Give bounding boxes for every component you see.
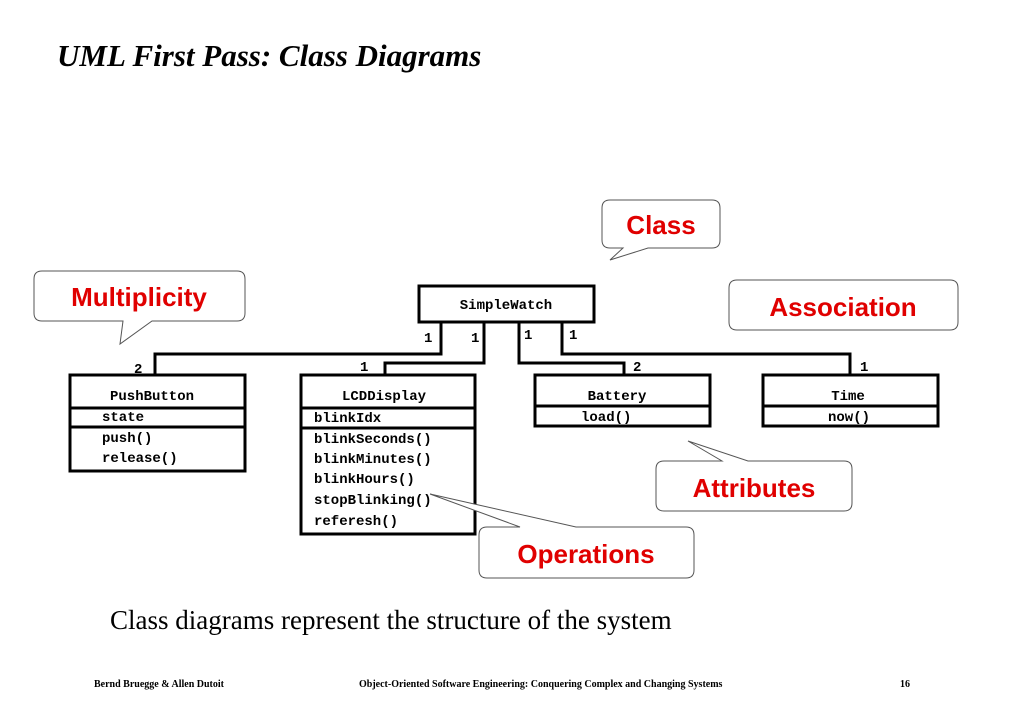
callout-class: Class bbox=[601, 199, 721, 261]
slide-title: UML First Pass: Class Diagrams bbox=[57, 38, 482, 73]
callout-attributes: Attributes bbox=[655, 440, 853, 512]
class-battery: Battery load() bbox=[533, 373, 712, 428]
slide-caption: Class diagrams represent the structure o… bbox=[110, 605, 672, 635]
class-name: Time bbox=[831, 389, 865, 405]
multiplicity-lcddisplay-watch: 1 bbox=[471, 331, 479, 347]
footer-authors: Bernd Bruegge & Allen Dutoit bbox=[94, 679, 224, 690]
association-lines bbox=[153, 323, 852, 375]
class-name: Battery bbox=[588, 389, 647, 405]
class-name: PushButton bbox=[110, 389, 194, 405]
footer-book-title: Object-Oriented Software Engineering: Co… bbox=[359, 679, 723, 690]
operation: stopBlinking() bbox=[314, 493, 432, 509]
class-name: SimpleWatch bbox=[460, 298, 552, 314]
operation: push() bbox=[102, 431, 152, 447]
multiplicity-time-watch: 1 bbox=[569, 328, 577, 344]
operation: blinkMinutes() bbox=[314, 452, 432, 468]
association-lcddisplay bbox=[383, 323, 486, 375]
operation: release() bbox=[102, 451, 178, 467]
callout-association: Association bbox=[728, 279, 959, 331]
multiplicity-pushbutton-watch: 1 bbox=[424, 331, 432, 347]
attribute: state bbox=[102, 410, 144, 426]
class-lcddisplay: LCDDisplay blinkIdx blinkSeconds() blink… bbox=[299, 373, 477, 536]
association-pushbutton bbox=[153, 323, 443, 375]
attribute: load() bbox=[581, 410, 631, 426]
attribute: now() bbox=[828, 410, 870, 426]
class-name: LCDDisplay bbox=[342, 389, 427, 405]
operation: referesh() bbox=[314, 514, 398, 530]
multiplicity-lcddisplay-part: 1 bbox=[360, 360, 368, 376]
multiplicity-time-part: 1 bbox=[860, 360, 868, 376]
callout-label: Attributes bbox=[693, 473, 816, 503]
class-pushbutton: PushButton state push() release() bbox=[68, 373, 247, 473]
multiplicity-battery-part: 2 bbox=[633, 360, 641, 376]
footer-page-number: 16 bbox=[900, 679, 910, 690]
attribute: blinkIdx bbox=[314, 411, 382, 427]
operation: blinkHours() bbox=[314, 472, 415, 488]
class-time: Time now() bbox=[761, 373, 940, 428]
callout-label: Multiplicity bbox=[71, 282, 207, 312]
association-time bbox=[560, 323, 852, 375]
class-simplewatch: SimpleWatch bbox=[417, 284, 596, 324]
association-battery bbox=[517, 323, 626, 375]
callout-label: Operations bbox=[517, 539, 654, 569]
callout-label: Association bbox=[769, 292, 916, 322]
callout-operations: Operations bbox=[429, 493, 695, 579]
multiplicity-battery-watch: 1 bbox=[524, 328, 532, 344]
operation: blinkSeconds() bbox=[314, 432, 432, 448]
callout-label: Class bbox=[626, 210, 695, 240]
multiplicity-pushbutton-part: 2 bbox=[134, 362, 142, 378]
callout-multiplicity: Multiplicity bbox=[33, 270, 246, 346]
